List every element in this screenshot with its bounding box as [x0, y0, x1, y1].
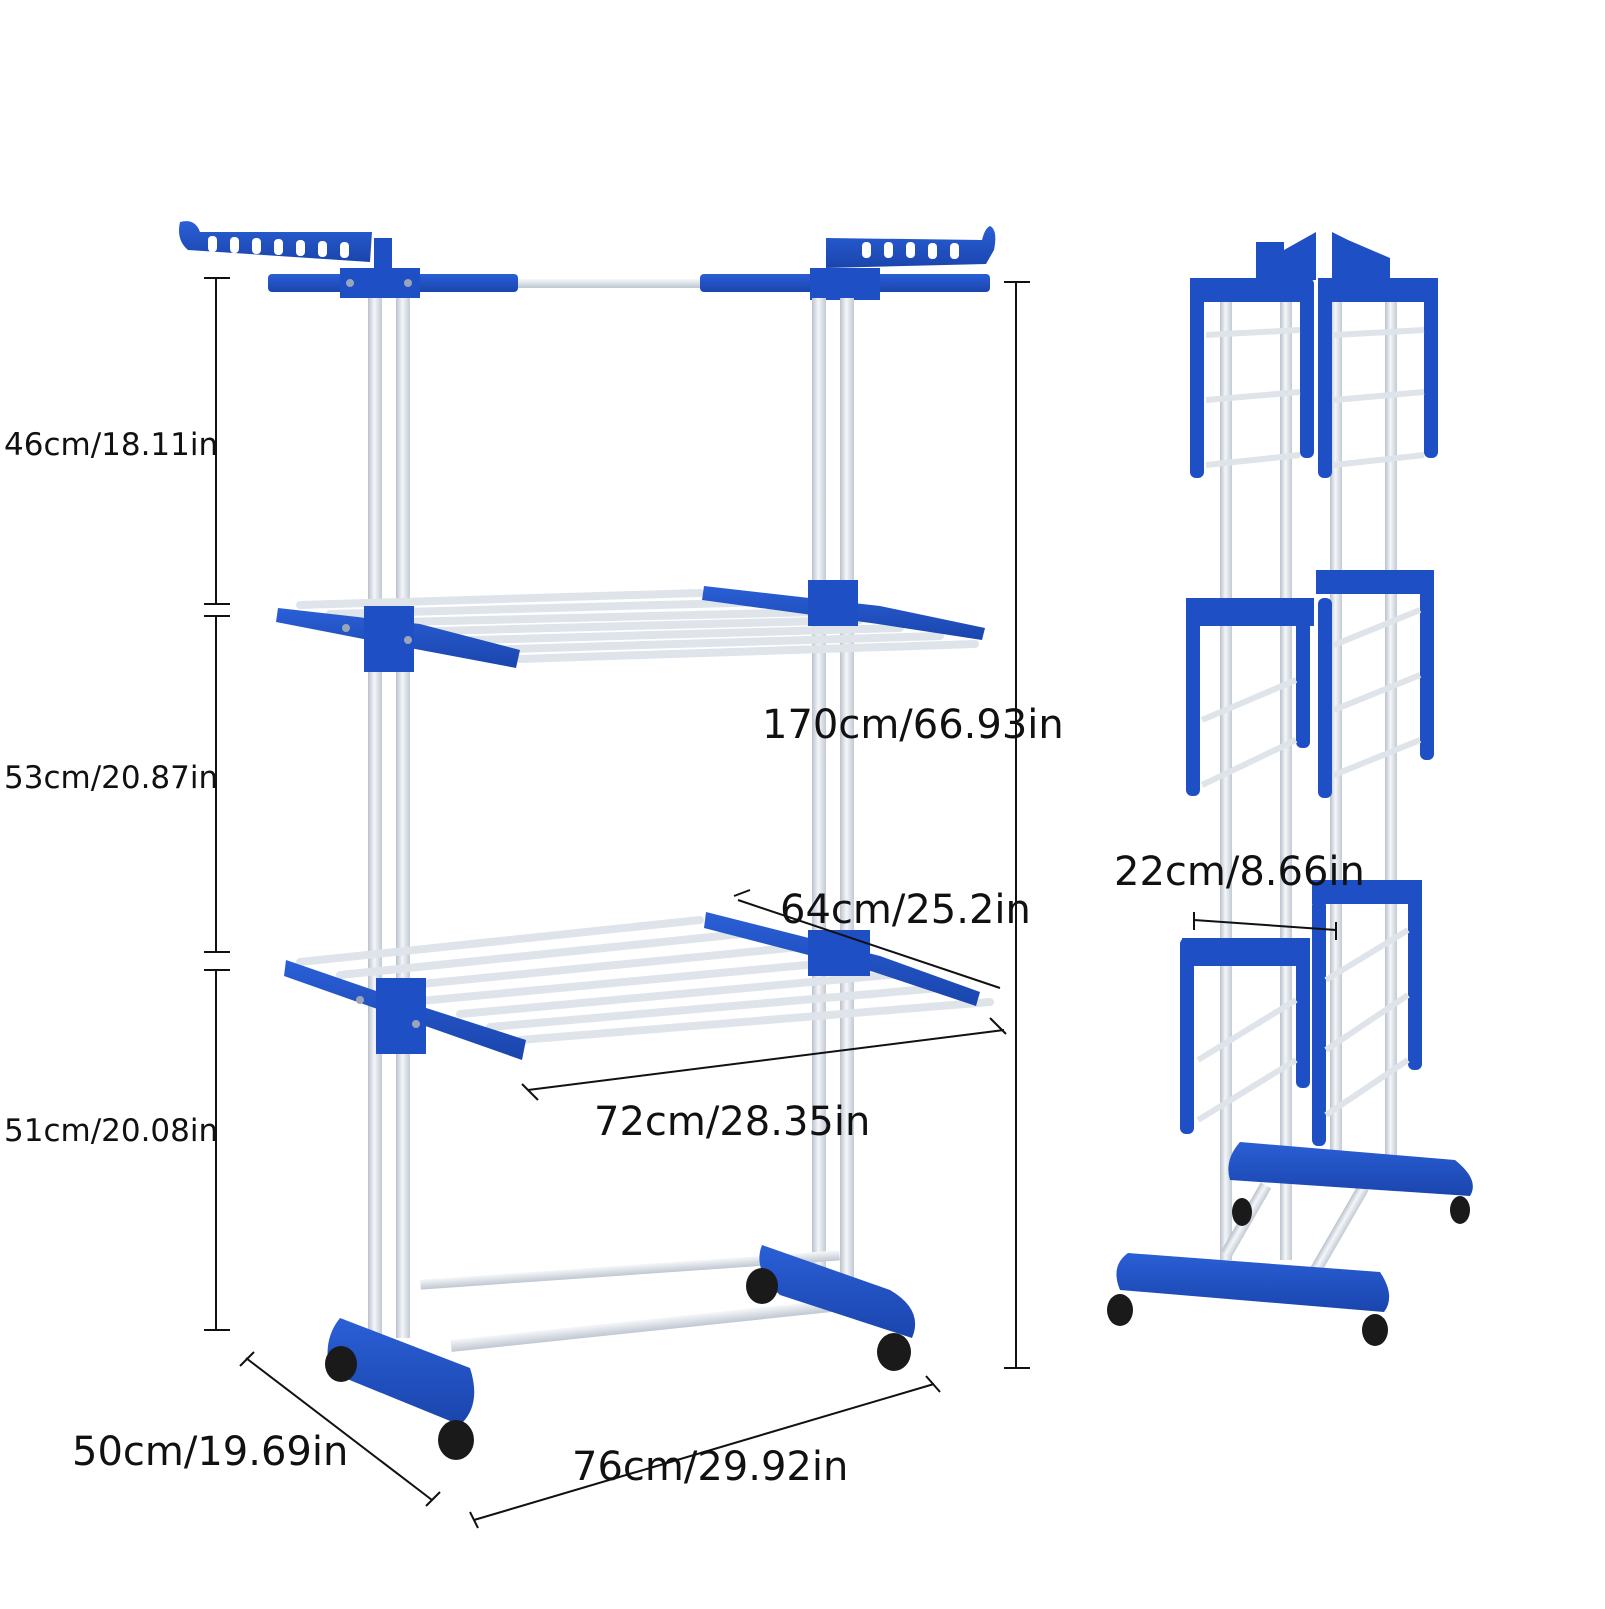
base-depth-label: 50cm/19.69in — [72, 1429, 349, 1475]
folded-depth-label: 22cm/8.66in — [1114, 849, 1365, 895]
top-hanger-arm-left — [179, 221, 392, 274]
top-hanger-arm-right — [826, 226, 996, 268]
dimension-lines — [204, 277, 1337, 1529]
top-tier-height-label: 46cm/18.11in — [4, 427, 219, 463]
middle-tier-shelf — [276, 580, 985, 672]
folded-base — [1107, 1142, 1473, 1346]
bottom-tier-shelf — [284, 912, 994, 1060]
total-height-label: 170cm/66.93in — [762, 702, 1064, 748]
expanded-rack-illustration — [179, 221, 996, 1460]
folded-rack-illustration — [1107, 232, 1473, 1346]
caster-wheels — [325, 1268, 911, 1460]
rack-base — [325, 1245, 916, 1460]
shelf-width-label: 72cm/28.35in — [594, 1099, 871, 1145]
middle-tier-height-label: 53cm/20.87in — [4, 760, 219, 796]
folded-bottom-wings — [1180, 880, 1422, 1146]
base-width-label: 76cm/29.92in — [572, 1444, 849, 1490]
shelf-depth-label: 64cm/25.2in — [780, 887, 1031, 933]
bottom-tier-height-label: 51cm/20.08in — [4, 1113, 219, 1149]
folded-middle-wings — [1186, 570, 1434, 798]
folded-top-wings — [1190, 278, 1438, 478]
